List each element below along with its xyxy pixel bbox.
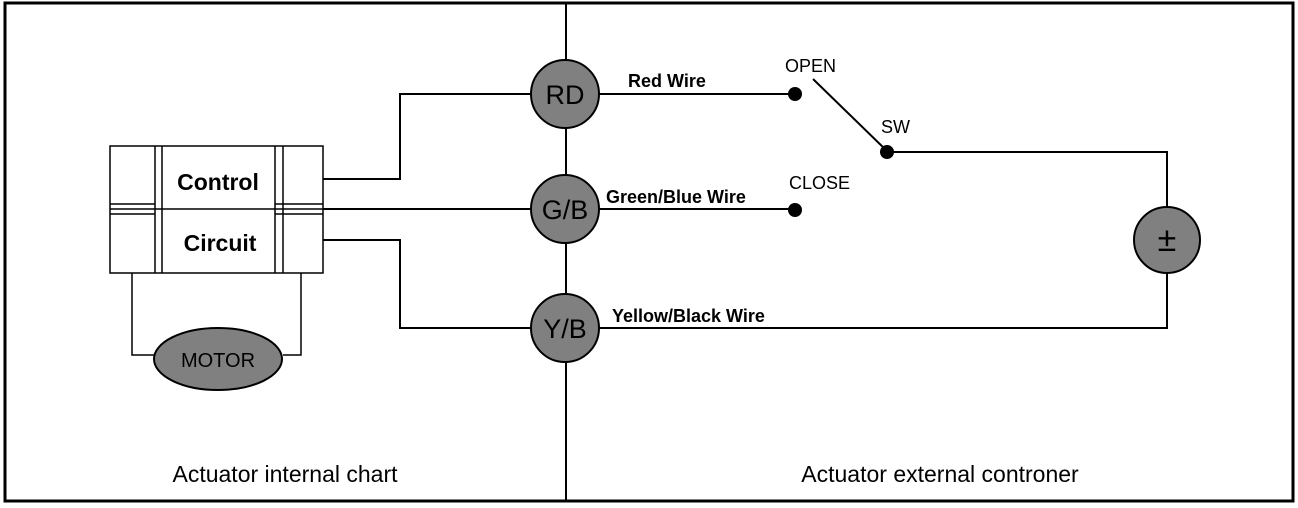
switch-label: SW xyxy=(881,117,910,137)
plus-minus-icon: ± xyxy=(1158,221,1177,259)
green-blue-wire-label: Green/Blue Wire xyxy=(606,187,746,207)
control-label: Control xyxy=(177,169,259,195)
close-contact xyxy=(788,203,802,217)
svg-text:G/B: G/B xyxy=(542,195,589,225)
svg-text:Y/B: Y/B xyxy=(543,314,587,344)
yellow-black-wire xyxy=(599,272,1168,329)
right-section-label: Actuator external controner xyxy=(801,461,1079,487)
open-contact xyxy=(788,87,802,101)
motor: MOTOR xyxy=(153,327,283,391)
svg-text:RD: RD xyxy=(546,80,585,110)
terminal-yb: Y/B xyxy=(530,293,600,363)
switch-lever xyxy=(812,78,888,152)
left-section-label: Actuator internal chart xyxy=(172,461,398,487)
open-label: OPEN xyxy=(785,56,836,76)
yellow-black-wire-label: Yellow/Black Wire xyxy=(612,306,765,326)
motor-label: MOTOR xyxy=(181,350,255,372)
circuit-label: Circuit xyxy=(184,230,257,256)
terminal-rd: RD xyxy=(530,59,600,129)
terminal-gb: G/B xyxy=(530,174,600,244)
red-wire-label: Red Wire xyxy=(628,71,706,91)
close-label: CLOSE xyxy=(789,173,850,193)
control-circuit-box: Control Circuit xyxy=(109,145,324,274)
power-source: ± xyxy=(1133,206,1201,274)
